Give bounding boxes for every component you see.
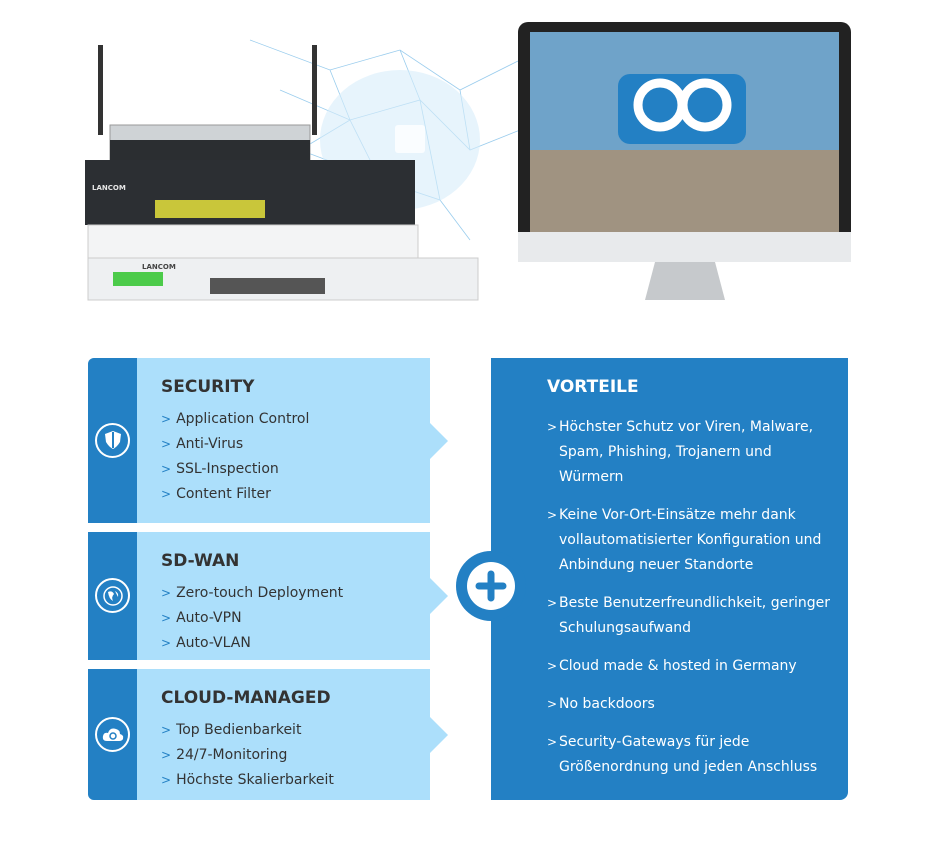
advantage-item: >Beste Benutzerfreundlichkeit, geringer …	[547, 595, 830, 636]
module-title: CLOUD-MANAGED	[161, 688, 331, 708]
list-item: >Anti-Virus	[161, 436, 244, 452]
list-item: >Application Control	[161, 411, 310, 427]
module-title: SECURITY	[161, 377, 255, 397]
advantage-item: >Höchster Schutz vor Viren, Malware, Spa…	[547, 419, 814, 485]
list-item: >SSL-Inspection	[161, 461, 279, 477]
lock-icon	[395, 125, 425, 153]
module-sd-wan: SD-WAN >Zero-touch Deployment >Auto-VPN …	[88, 532, 448, 660]
network-devices-illustration: LANCOM LANCOM	[85, 22, 851, 301]
advantage-item: >No backdoors	[547, 696, 655, 712]
antenna-left	[98, 45, 103, 135]
advantages-panel: VORTEILE >Höchster Schutz vor Viren, Mal…	[491, 358, 848, 800]
device-brand-label: LANCOM	[92, 184, 126, 192]
list-item: >Auto-VLAN	[161, 635, 251, 651]
module-cloud-managed: CLOUD-MANAGED >Top Bedienbarkeit >24/7-M…	[88, 669, 448, 800]
advantage-item: >Cloud made & hosted in Germany	[547, 658, 797, 674]
list-item: >Zero-touch Deployment	[161, 585, 344, 601]
shield-icon	[95, 422, 130, 458]
antenna-right	[312, 45, 317, 135]
list-item: >Top Bedienbarkeit	[161, 722, 302, 738]
list-item: >Content Filter	[161, 486, 271, 502]
list-item: >Auto-VPN	[161, 610, 242, 626]
module-security: SECURITY >Application Control >Anti-Viru…	[88, 358, 448, 523]
cloud-gear-icon	[95, 716, 130, 752]
advantages-title: VORTEILE	[547, 377, 639, 397]
globe-icon	[95, 578, 130, 613]
advantage-item: >Security-Gateways für jede Größenordnun…	[547, 734, 818, 775]
device-brand-label: LANCOM	[142, 263, 176, 271]
hero-image: LANCOM LANCOM	[0, 0, 952, 340]
advantage-item: >Keine Vor-Ort-Einsätze mehr dank vollau…	[547, 507, 822, 573]
list-item: >Höchste Skalierbarkeit	[161, 772, 334, 788]
plus-icon	[456, 551, 526, 621]
list-item: >24/7-Monitoring	[161, 747, 288, 763]
module-title: SD-WAN	[161, 551, 240, 571]
